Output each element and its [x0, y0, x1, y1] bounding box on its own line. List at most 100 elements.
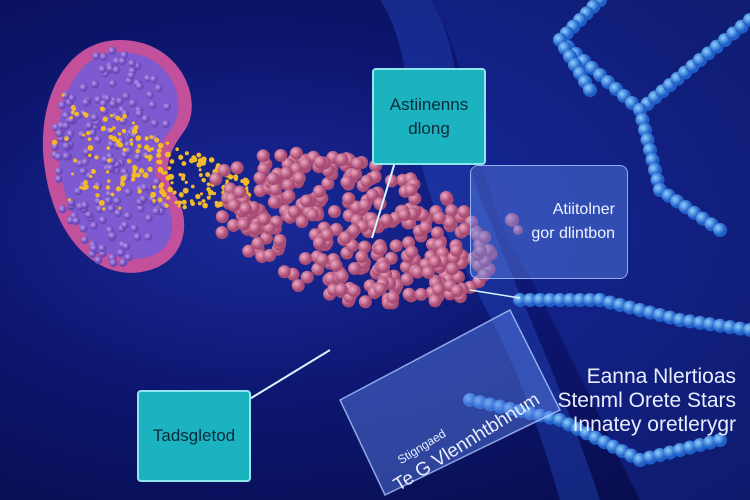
yellow-particle: [129, 142, 134, 146]
yellow-particle: [160, 182, 165, 187]
blue-chain-bead: [513, 293, 527, 307]
pink-molecule: [445, 204, 459, 218]
pink-molecule: [473, 244, 487, 258]
yellow-particle: [177, 204, 181, 208]
kidney-cell: [122, 92, 131, 101]
yellow-particle: [156, 148, 162, 154]
kidney-cell: [146, 90, 155, 99]
yellow-particle: [206, 182, 211, 187]
kidney-cell: [133, 232, 142, 241]
pink-molecule: [411, 265, 425, 279]
kidney-cell: [90, 113, 99, 122]
kidney-cell: [133, 153, 142, 162]
yellow-particle: [90, 168, 96, 174]
yellow-particle: [157, 159, 163, 165]
kidney-cell: [94, 256, 103, 265]
kidney-cell: [108, 46, 117, 55]
pink-molecule: [386, 290, 400, 304]
pink-molecule: [227, 198, 241, 212]
blue-chain-bead: [743, 13, 750, 27]
pink-molecule: [298, 252, 312, 266]
kidney-cell: [98, 65, 107, 74]
kidney-cell: [124, 253, 133, 262]
kidney-cell: [88, 129, 97, 138]
yellow-particle: [225, 179, 229, 183]
kidney-cell: [80, 236, 89, 245]
kidney-cell: [127, 59, 136, 68]
pink-molecule: [414, 287, 428, 301]
pink-molecule: [292, 171, 306, 185]
kidney-cell: [98, 216, 107, 225]
blue-chain-bead: [583, 83, 597, 97]
pink-molecule: [402, 287, 416, 301]
callout-pointer: [469, 289, 521, 299]
yellow-particle: [196, 152, 202, 158]
yellow-particle: [106, 179, 111, 183]
yellow-particle: [131, 172, 137, 179]
yellow-particle: [120, 175, 127, 182]
yellow-particle: [137, 144, 142, 149]
kidney-cell: [135, 82, 144, 91]
blue-chain-bead: [713, 223, 727, 237]
yellow-particle: [81, 186, 86, 191]
yellow-particle: [106, 158, 112, 163]
pink-molecule: [251, 236, 265, 250]
pink-molecule: [217, 163, 231, 177]
yellow-particle: [157, 197, 163, 203]
yellow-particle: [121, 128, 127, 134]
pink-molecule: [313, 184, 327, 198]
pink-molecule: [360, 174, 374, 188]
kidney-cell: [120, 51, 129, 60]
yellow-particle: [181, 176, 186, 181]
kidney-cell: [79, 224, 88, 233]
yellow-particle: [93, 185, 97, 189]
kidney-cell: [90, 221, 99, 230]
yellow-particle: [111, 136, 118, 142]
yellow-particle: [108, 128, 113, 133]
yellow-particle: [227, 174, 234, 180]
yellow-particle: [181, 199, 187, 205]
pink-molecule: [329, 258, 343, 272]
yellow-particle: [177, 200, 183, 206]
yellow-particle: [152, 185, 157, 189]
blue-chain-bead: [543, 293, 557, 307]
yellow-particle: [206, 187, 211, 192]
small-molecule: [513, 225, 523, 235]
yellow-particle: [87, 153, 92, 158]
kidney-cell: [152, 178, 161, 187]
kidney-cell: [139, 195, 148, 204]
pink-molecule: [328, 205, 342, 219]
pink-molecule: [457, 222, 471, 236]
yellow-particle: [174, 200, 178, 204]
pink-molecule: [313, 155, 327, 169]
yellow-particle: [198, 168, 202, 172]
yellow-particle: [74, 111, 79, 117]
kidney-cell: [51, 142, 60, 151]
kidney-cell: [79, 167, 88, 176]
kidney-cell: [85, 121, 94, 130]
pink-molecule: [358, 240, 372, 254]
callout-pointer: [247, 349, 331, 401]
yellow-particle: [84, 113, 89, 118]
yellow-particle: [165, 141, 170, 145]
kidney-cell: [81, 98, 90, 107]
pink-molecule: [248, 221, 262, 235]
kidney-cell: [105, 190, 114, 199]
yellow-particle: [157, 142, 164, 149]
yellow-particle: [102, 116, 108, 122]
yellow-particle: [64, 136, 69, 141]
yellow-particle: [212, 191, 217, 196]
kidney-cell: [54, 167, 63, 176]
kidney-cell: [112, 57, 121, 66]
pink-molecule: [335, 269, 349, 283]
yellow-particle: [184, 151, 189, 156]
kidney-cell: [109, 258, 118, 267]
kidney-cell: [106, 64, 115, 73]
yellow-particle: [126, 158, 132, 164]
yellow-particle: [150, 147, 155, 151]
yellow-particle: [201, 177, 206, 183]
yellow-particle: [122, 113, 128, 119]
pink-molecule: [277, 265, 291, 279]
yellow-particle: [198, 173, 203, 177]
